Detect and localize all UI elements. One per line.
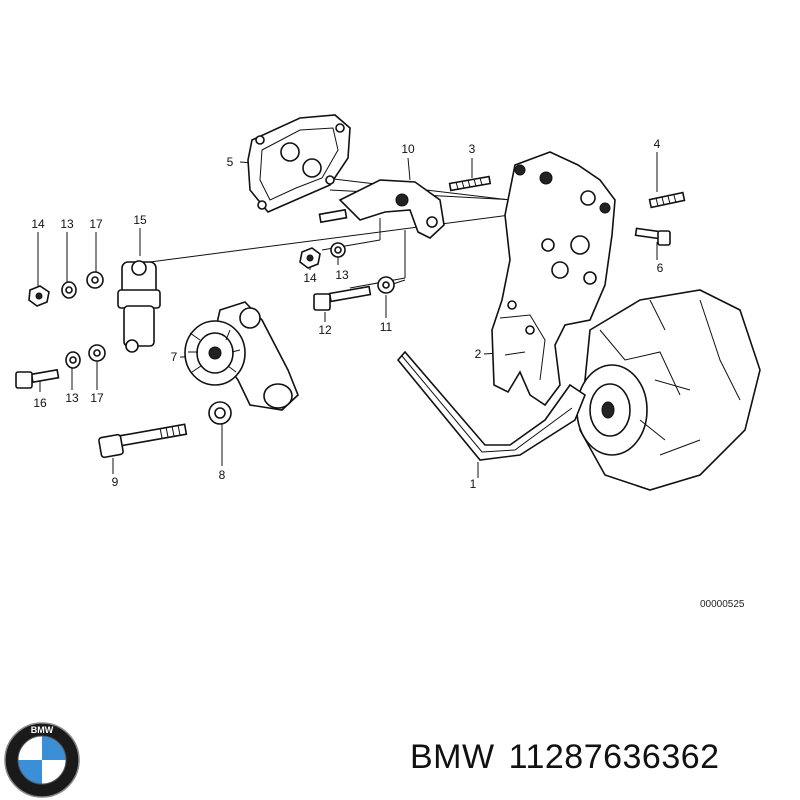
bolt-part-9 [98, 423, 188, 459]
callout-labels: 1 2 3 4 5 6 7 8 9 10 11 12 13 13 13 14 1… [31, 137, 663, 491]
callout-14-middle: 14 [303, 271, 317, 285]
callout-7: 7 [171, 350, 178, 364]
washer-part-8 [208, 401, 232, 425]
callout-10: 10 [401, 142, 415, 156]
part-title: BMW 11287636362 [410, 738, 734, 777]
drive-belt-part-1 [396, 350, 586, 461]
callout-17-top: 17 [89, 217, 103, 231]
logo-text: BMW [31, 725, 54, 735]
callout-5: 5 [227, 155, 234, 169]
callout-15: 15 [133, 213, 147, 227]
stud-part-4 [648, 191, 686, 209]
bolt-part-6 [634, 227, 671, 246]
callout-14-left: 14 [31, 217, 45, 231]
washer-part-17-left [86, 271, 104, 289]
callout-13-middle: 13 [335, 268, 349, 282]
bmw-roundel-icon: BMW [4, 722, 80, 798]
washer-part-13-lower [65, 351, 81, 369]
callout-6: 6 [657, 261, 664, 275]
callout-13-top: 13 [60, 217, 74, 231]
nut-part-14-middle [299, 247, 321, 269]
washer-part-17-lower [88, 344, 106, 362]
washer-part-13-middle [330, 242, 346, 258]
callout-17-lower: 17 [90, 391, 104, 405]
callout-2: 2 [475, 347, 482, 361]
alternator [576, 289, 761, 491]
diagram-reference-code: 00000525 [700, 599, 745, 610]
mounting-bracket-part-2 [491, 151, 616, 407]
callout-13-lower: 13 [65, 391, 79, 405]
callout-11: 11 [380, 320, 393, 334]
bolt-part-12 [313, 285, 372, 311]
part-number: 11287636362 [508, 738, 720, 776]
washer-part-11 [377, 276, 395, 294]
callout-8: 8 [219, 468, 226, 482]
bolt-part-16 [15, 368, 60, 389]
callout-9: 9 [112, 475, 119, 489]
callout-4: 4 [654, 137, 661, 151]
stud-part-3 [448, 175, 492, 192]
callout-3: 3 [469, 142, 476, 156]
washer-part-13-left [61, 281, 77, 299]
bracket-part-10 [318, 179, 445, 239]
callout-16: 16 [33, 396, 47, 410]
tensioner-damper-part-15 [117, 260, 161, 353]
brand-name: BMW [410, 738, 495, 776]
callout-12: 12 [318, 323, 332, 337]
callout-1: 1 [470, 477, 477, 491]
gasket-part-5 [247, 114, 351, 213]
nut-part-14-left [28, 285, 50, 307]
tensioner-pulley-part-7 [184, 301, 299, 411]
